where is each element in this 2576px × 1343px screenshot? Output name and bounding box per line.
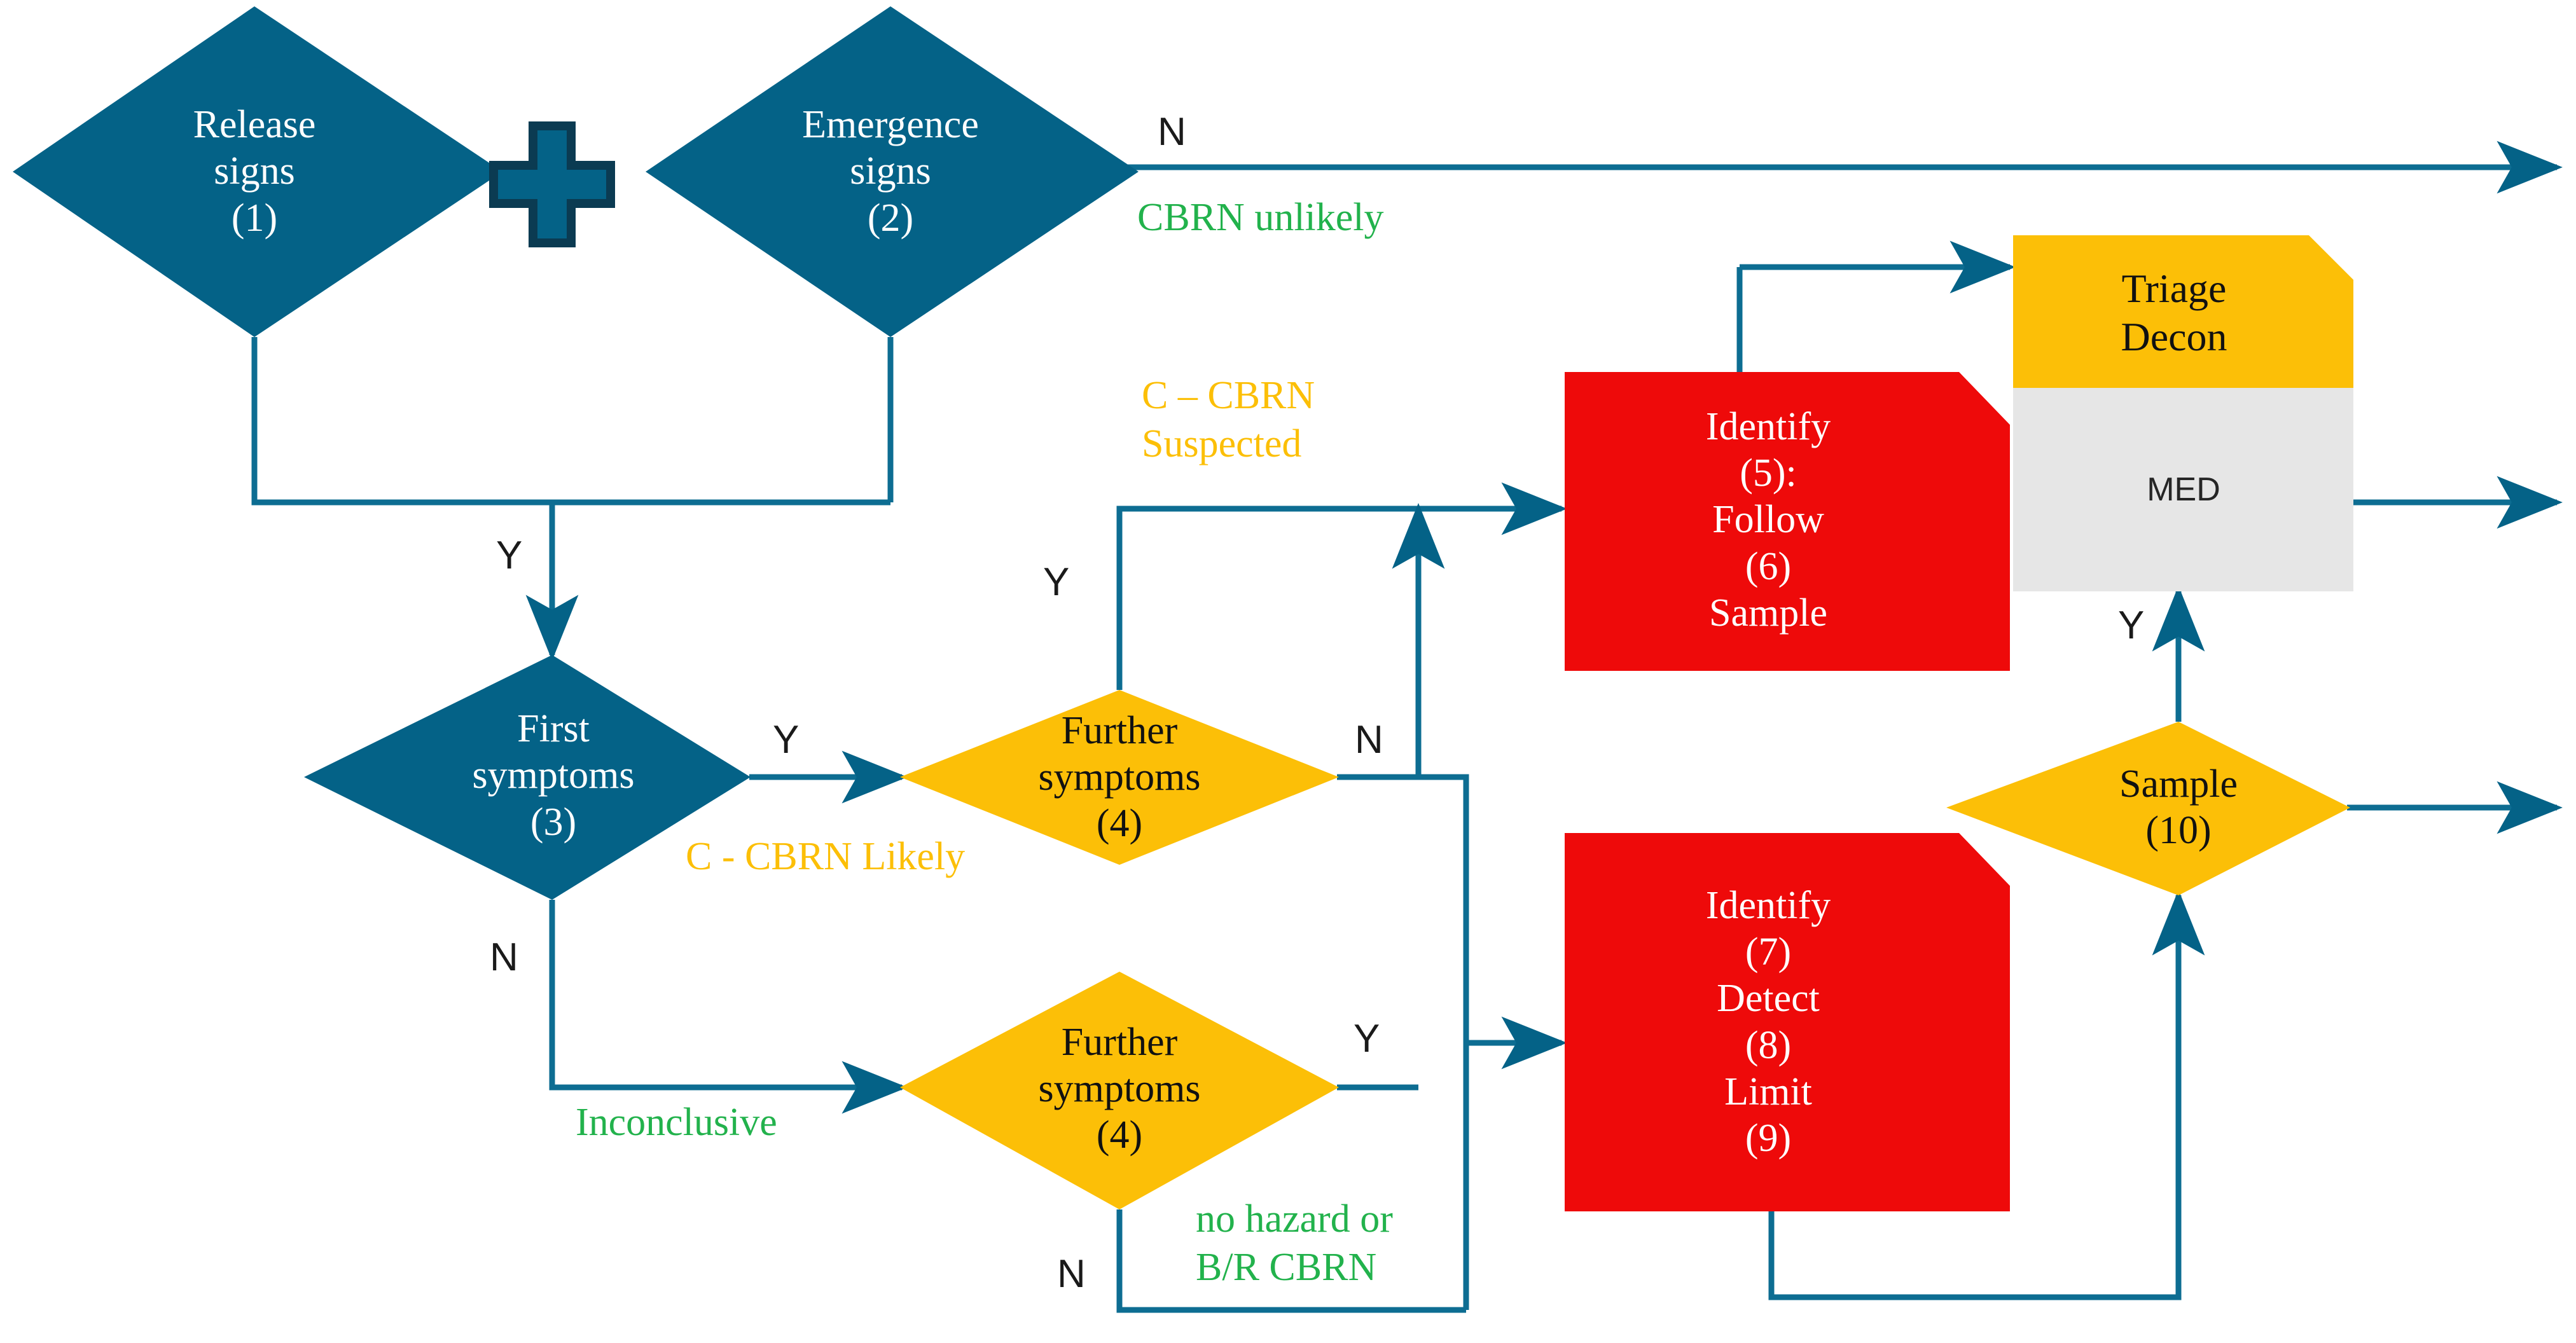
node-identify-detect-limit-shape[interactable] — [1565, 833, 2010, 1211]
node-med-shape[interactable] — [2013, 388, 2353, 591]
edge-identify7-to-sample — [1768, 890, 2205, 1300]
plus-icon — [489, 121, 615, 247]
edge-further-upper-no-down — [1337, 774, 1469, 1310]
node-triage-decon-shape[interactable] — [2013, 235, 2353, 388]
edge-first-no-to-further-lower — [549, 900, 908, 1114]
node-emergence-signs-shape[interactable] — [646, 6, 1139, 337]
node-identify-follow-sample-shape[interactable] — [1565, 372, 2010, 671]
node-first-symptoms-shape[interactable] — [304, 655, 751, 900]
node-sample-10-shape[interactable] — [1946, 722, 2350, 895]
node-further-symptoms-upper-shape[interactable] — [900, 690, 1339, 865]
node-release-signs-shape[interactable] — [13, 6, 502, 337]
edge-release-to-junction — [251, 337, 890, 506]
edge-further-upper-yes-to-identify5 — [1116, 482, 1567, 690]
node-further-symptoms-lower-shape[interactable] — [900, 972, 1339, 1209]
edge-further-lower-no-bottom — [1116, 1209, 1466, 1313]
